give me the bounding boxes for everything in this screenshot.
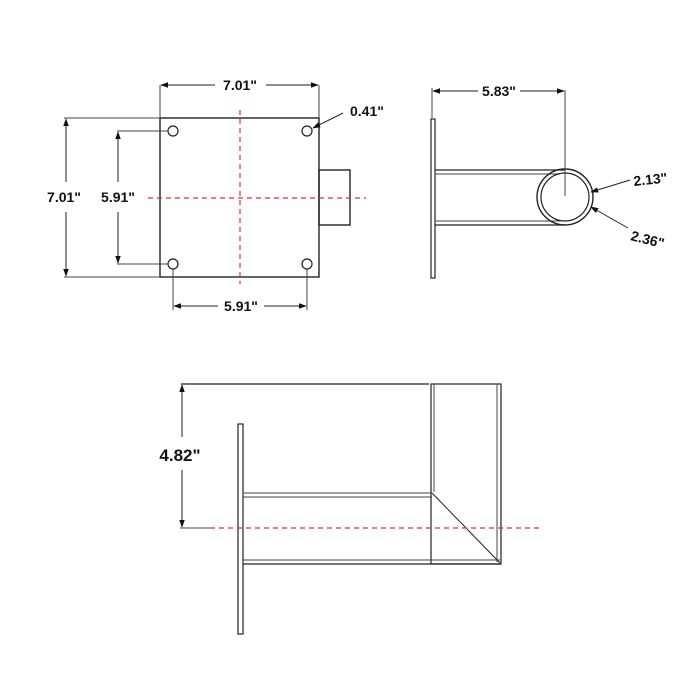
plate-height-label: 7.01" xyxy=(47,189,81,205)
tube-inner-diameter-label: 2.13" xyxy=(633,170,668,189)
top-plate xyxy=(237,423,244,635)
mount-hole-tl xyxy=(167,125,179,137)
offset-height-label: 4.82" xyxy=(159,446,200,465)
side-plate xyxy=(430,118,436,279)
mount-hole-br xyxy=(301,258,313,270)
hole-diameter-label: 0.41" xyxy=(350,103,384,119)
tube-top xyxy=(430,383,502,565)
plate-width-label: 7.01" xyxy=(223,77,257,93)
hole-spacing-horizontal-label: 5.91" xyxy=(224,298,258,314)
mount-hole-tr xyxy=(301,125,313,137)
top-view: 4.82" xyxy=(159,383,540,635)
tube-outer-diameter-label: 2.36" xyxy=(629,227,666,251)
mount-hole-bl xyxy=(167,258,179,270)
hole-spacing-vertical-label: 5.91" xyxy=(101,189,135,205)
front-view: 7.01" 7.01" 5.91" 5.91" 0.41" xyxy=(47,77,384,314)
side-view: 5.83" 2.13" 2.36" xyxy=(430,83,668,279)
arm-length-label: 5.83" xyxy=(482,83,516,99)
